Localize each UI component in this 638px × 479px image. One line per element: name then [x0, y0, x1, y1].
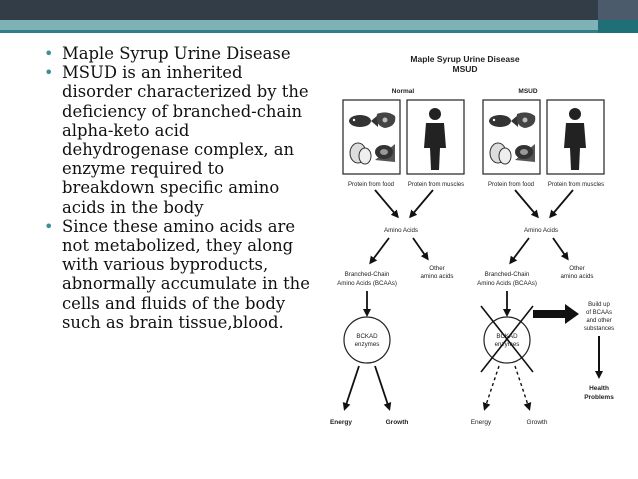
msud-energy-label: Energy	[471, 419, 492, 426]
msud-growth-label: Growth	[527, 419, 548, 426]
msud-protein-muscles-label: Protein from muscles	[548, 182, 604, 188]
health-problems-label-2: Problems	[584, 394, 614, 401]
buildup-label: Build up	[588, 302, 610, 308]
msud-other-label: Other	[569, 265, 584, 272]
cheese-icon	[375, 144, 395, 162]
normal-other-label-2: amino acids	[420, 273, 453, 280]
normal-enzyme-circle	[343, 316, 391, 364]
bullet-item: • Maple Syrup Urine Disease	[42, 44, 312, 63]
normal-enzyme-label: BCKAD	[356, 333, 378, 340]
normal-arrow-muscle	[409, 189, 434, 219]
person-icon	[564, 108, 586, 170]
fish-icon	[349, 115, 378, 127]
health-problems-label: Health	[589, 385, 609, 392]
buildup-label: and other	[586, 318, 611, 324]
top-bar	[0, 0, 638, 20]
fish-icon	[489, 115, 518, 127]
msud-bcaa-label-2: Amino Acids (BCAAs)	[477, 280, 537, 287]
normal-arrow-food	[374, 189, 399, 219]
bullet-dot-icon: •	[44, 44, 54, 63]
bullet-text: MSUD is an inherited disorder characteri…	[62, 63, 309, 217]
bullet-item: • MSUD is an inherited disorder character…	[42, 63, 312, 217]
bullet-text: Since these amino acids are not metaboli…	[62, 216, 310, 332]
msud-arrow-energy	[482, 365, 500, 411]
msud-protein-food-label: Protein from food	[488, 182, 534, 188]
msud-diagram: Maple Syrup Urine Disease MSUD Normal Pr…	[330, 54, 614, 426]
egg-icon	[489, 142, 512, 165]
msud-enzyme-label: BCKAD	[496, 333, 518, 340]
bullet-dot-icon: •	[44, 216, 54, 236]
normal-other-label: Other	[429, 265, 444, 272]
bullet-text: Maple Syrup Urine Disease	[62, 44, 291, 63]
msud-arrow-bcaa	[509, 237, 530, 265]
normal-header: Normal	[392, 88, 415, 95]
diagram-subtitle: MSUD	[452, 64, 477, 74]
normal-protein-muscles-label: Protein from muscles	[408, 182, 464, 188]
msud-header: MSUD	[518, 88, 537, 95]
msud-arrow-muscle	[549, 189, 574, 219]
normal-arrow-growth	[374, 365, 392, 411]
meat-icon	[376, 112, 396, 128]
normal-enzyme-label-2: enzymes	[355, 341, 380, 348]
buildup-label: of BCAAs	[586, 310, 612, 316]
teal-band-accent	[598, 20, 638, 33]
msud-amino-acids-label: Amino Acids	[524, 227, 558, 234]
bullet-dot-icon: •	[44, 63, 54, 83]
msud-arrow-food	[514, 189, 539, 219]
meat-icon	[516, 112, 536, 128]
normal-protein-food-label: Protein from food	[348, 182, 394, 188]
bullet-item: • Since these amino acids are not metabol…	[42, 217, 312, 332]
buildup-arrow	[533, 304, 579, 324]
msud-arrow-other	[552, 237, 569, 261]
normal-bcaa-label-2: Amino Acids (BCAAs)	[337, 280, 397, 287]
normal-energy-label: Energy	[330, 419, 352, 426]
normal-growth-label: Growth	[386, 419, 409, 426]
normal-arrow-energy	[342, 365, 360, 411]
buildup-label: substances	[584, 326, 614, 332]
msud-other-label-2: amino acids	[560, 273, 593, 280]
normal-arrow-other	[412, 237, 429, 261]
normal-arrow-bcaa	[369, 237, 390, 265]
teal-band-line	[0, 30, 638, 33]
teal-band	[0, 20, 638, 30]
diagram-title: Maple Syrup Urine Disease	[410, 54, 519, 64]
person-icon	[424, 108, 446, 170]
msud-food-box	[482, 99, 541, 175]
msud-arrow-growth	[514, 365, 532, 411]
top-bar-accent	[598, 0, 638, 20]
msud-enzyme-label-2: enzymes	[495, 341, 520, 348]
normal-bcaa-label: Branched-Chain	[345, 271, 390, 278]
msud-bcaa-label: Branched-Chain	[485, 271, 530, 278]
normal-amino-acids-label: Amino Acids	[384, 227, 418, 234]
egg-icon	[349, 142, 372, 165]
cheese-icon	[515, 144, 535, 162]
msud-enzyme-cross-line	[480, 305, 534, 373]
bullet-list: • Maple Syrup Urine Disease • MSUD is an i…	[42, 44, 312, 332]
normal-food-box	[342, 99, 401, 175]
